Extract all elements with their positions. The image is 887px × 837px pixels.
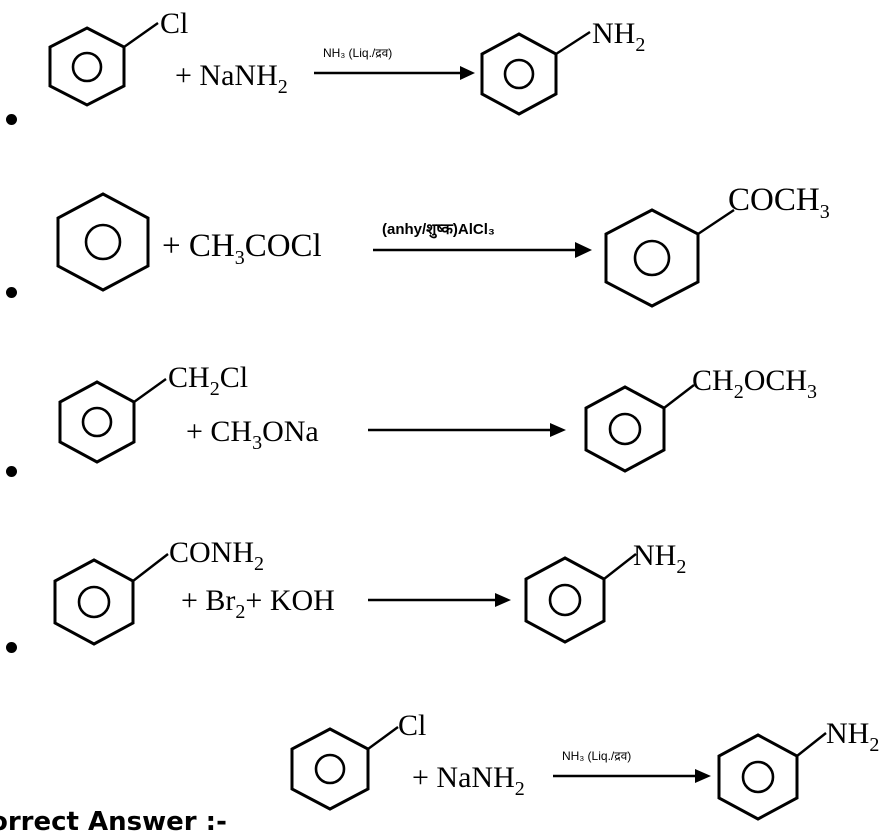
correct-answer-equation: Cl + NaNH2 NH₃ (Liq./द्रव) NH2 (290, 709, 879, 821)
benzene-ring (480, 32, 558, 116)
option-3[interactable]: CH2Cl + CH3ONa CH2OCH3 (0, 325, 887, 490)
reagent-label: + CH (186, 415, 252, 448)
option-3-bullet[interactable] (6, 466, 17, 477)
reagent-label: + Br (181, 584, 235, 617)
svg-text:+ Br2+ KOH: + Br2+ KOH (181, 584, 335, 623)
benzene-ring (717, 733, 799, 821)
correct-answer: Cl + NaNH2 NH₃ (Liq./द्रव) NH2 (0, 665, 887, 833)
benzene-ring (53, 558, 135, 646)
option-2-bullet[interactable] (6, 287, 17, 298)
option-4-equation: CONH2 + Br2+ KOH NH2 (53, 536, 686, 646)
reagent-label: + NaNH (412, 761, 515, 794)
svg-text:+ CH3ONa: + CH3ONa (186, 415, 319, 454)
benzene-ring (56, 192, 150, 292)
svg-text:COCH3: COCH3 (728, 182, 830, 223)
reagent-label: + NaNH (175, 59, 278, 92)
svg-text:NH2: NH2 (592, 17, 645, 56)
reactant-label: CONH (169, 536, 254, 569)
option-1-bullet[interactable] (6, 114, 17, 125)
option-4-bullet[interactable] (6, 642, 17, 653)
benzene-ring (524, 556, 606, 644)
benzene-ring (58, 380, 136, 464)
reactant-label: CH (168, 361, 210, 394)
svg-text:NH2: NH2 (826, 717, 879, 756)
svg-text:+ NaNH2: + NaNH2 (412, 761, 525, 800)
benzene-ring (48, 26, 126, 107)
product-label: NH (633, 539, 676, 572)
benzene-ring (584, 385, 666, 473)
svg-text:CH2OCH3: CH2OCH3 (692, 364, 817, 403)
reagent-label: + CH (162, 228, 235, 264)
product-label: CH (692, 364, 734, 397)
product-label: COCH (728, 182, 820, 218)
benzene-ring (604, 208, 700, 308)
option-3-equation: CH2Cl + CH3ONa CH2OCH3 (58, 361, 817, 473)
reaction-condition: NH₃ (Liq./द्रव) (323, 46, 392, 60)
substituent-label: Cl (160, 7, 188, 40)
svg-text:NH2: NH2 (633, 539, 686, 578)
product-label: NH (592, 17, 635, 50)
option-2-equation: + CH3COCl (anhy/शुष्क)AlCl₃ COCH3 (56, 182, 830, 308)
svg-text:+ NaNH2: + NaNH2 (175, 59, 288, 98)
svg-text:CONH2: CONH2 (169, 536, 264, 575)
correct-answer-label: orrect Answer :- (0, 807, 227, 837)
svg-text:CH2Cl: CH2Cl (168, 361, 248, 400)
option-1-equation: Cl + NaNH2 NH₃ (Liq./द्रव) NH2 (48, 7, 645, 116)
substituent-label: Cl (398, 709, 426, 742)
benzene-ring (290, 727, 370, 811)
reaction-condition: NH₃ (Liq./द्रव) (562, 749, 631, 763)
product-label: NH (826, 717, 869, 750)
option-1[interactable]: Cl + NaNH2 NH₃ (Liq./द्रव) NH2 (0, 0, 887, 150)
svg-text:+ CH3COCl: + CH3COCl (162, 228, 322, 269)
reaction-condition: (anhy/शुष्क)AlCl₃ (382, 221, 495, 239)
option-2[interactable]: + CH3COCl (anhy/शुष्क)AlCl₃ COCH3 (0, 150, 887, 325)
option-4[interactable]: CONH2 + Br2+ KOH NH2 (0, 490, 887, 665)
